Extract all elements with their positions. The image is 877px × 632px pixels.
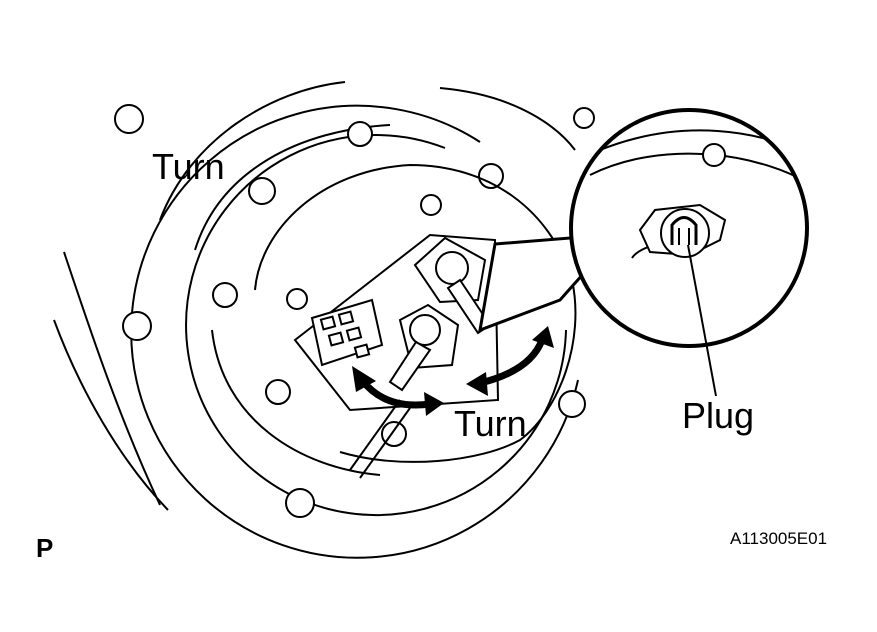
- turn-label-top: Turn: [152, 146, 225, 187]
- hose-fitting: [388, 236, 492, 392]
- figure-code: A113005E01: [730, 529, 828, 548]
- plug-leader-line: [687, 244, 717, 397]
- plug-label: Plug: [682, 395, 755, 436]
- rotate-arrow-head-icon: [352, 326, 554, 416]
- mounting-flange: [130, 104, 579, 559]
- bolt-hole-icon: [114, 104, 595, 518]
- detail-view: [569, 108, 809, 348]
- view-letter: P: [36, 533, 54, 563]
- connector: [310, 298, 384, 367]
- turn-label-bottom: Turn: [454, 403, 527, 444]
